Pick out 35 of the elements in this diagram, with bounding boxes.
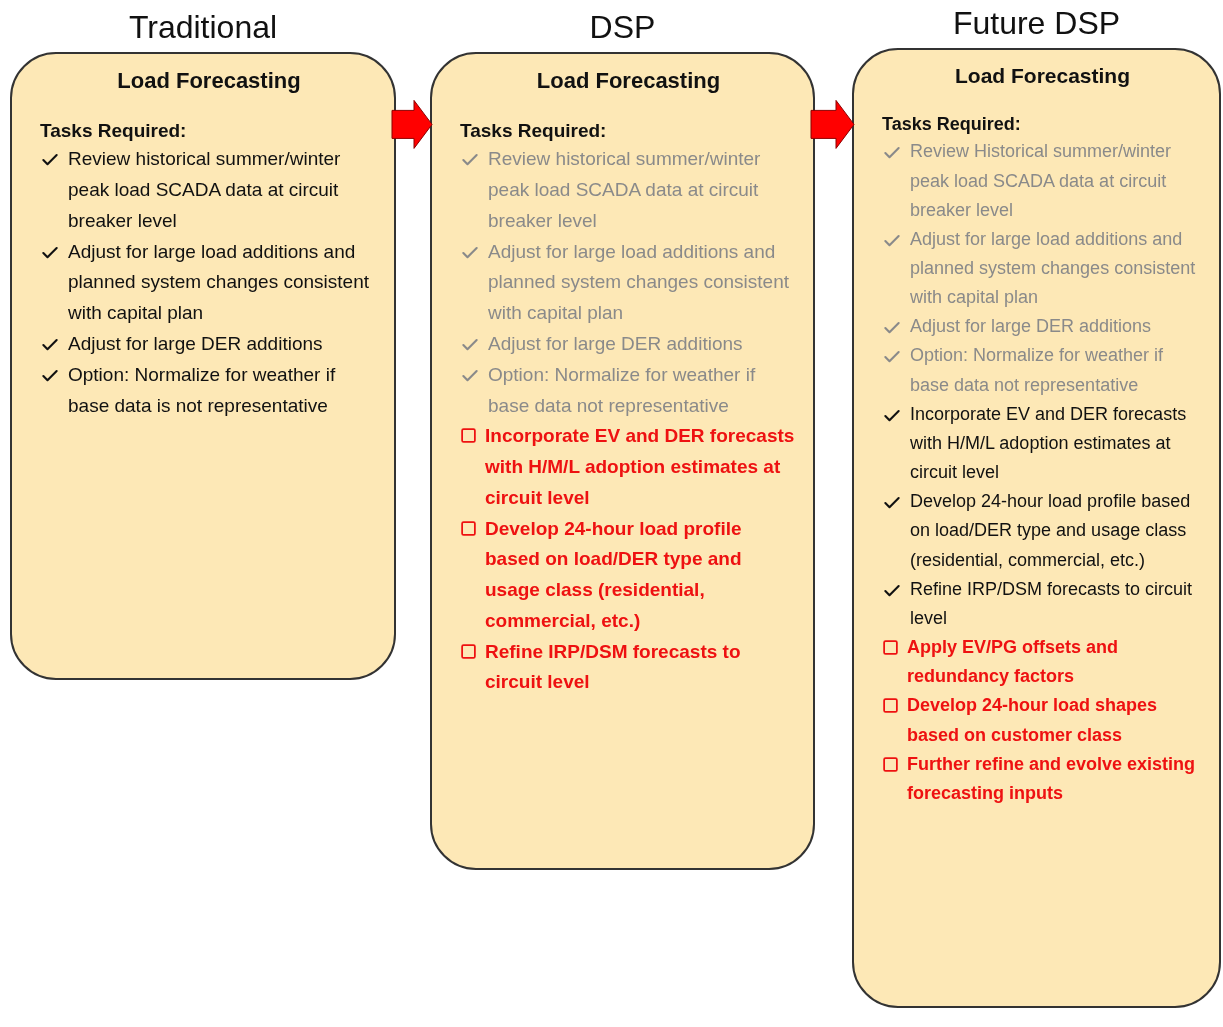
task-text: Adjust for large load additions and planned system changes consistent with capital plan — [910, 227, 1197, 310]
task-text: Further refine and evolve existing forecasting inputs — [907, 752, 1197, 805]
task-text: Adjust for large load additions and planned system changes consistent with capital plan — [68, 239, 370, 326]
column-title: Traditional — [128, 8, 278, 47]
block-arrow — [810, 99, 855, 149]
task-text: Incorporate EV and DER forecasts with H/M/L adoption estimates at circuit level — [485, 424, 796, 510]
box-heading: Load Forecasting — [535, 68, 722, 95]
column-title: DSP — [589, 8, 656, 47]
box-heading: Load Forecasting — [116, 68, 302, 95]
block-arrow — [391, 99, 433, 149]
task-text: Option: Normalize for weather if base data not representative — [488, 362, 757, 418]
task-text: Refine IRP/DSM forecasts to circuit level — [485, 639, 742, 695]
task-text: Develop 24-hour load profile based on load/DER type and usage class (residential, commercial, etc.) — [485, 516, 743, 633]
task-text: Option: Normalize for weather if base data not representative — [910, 344, 1165, 397]
task-text: Adjust for large load additions and planned system changes consistent with capital plan — [488, 239, 790, 326]
task-text: Incorporate EV and DER forecasts with H/M/L adoption estimates at circuit level — [910, 402, 1188, 485]
task-text: Option: Normalize for weather if base data is not representative — [68, 362, 337, 418]
section-label: Tasks Required: — [40, 120, 188, 143]
process-box — [852, 48, 1221, 1009]
task-text: Review historical summer/winter peak load SCADA data at circuit breaker level — [488, 147, 762, 233]
section-label: Tasks Required: — [882, 114, 1022, 136]
task-text: Apply EV/PG offsets and redundancy factors — [907, 636, 1120, 689]
task-text: Review historical summer/winter peak load SCADA data at circuit breaker level — [68, 147, 342, 233]
section-label: Tasks Required: — [460, 120, 608, 143]
task-text: Refine IRP/DSM forecasts to circuit level — [910, 577, 1194, 630]
task-text: Adjust for large DER additions — [488, 332, 743, 356]
task-text: Develop 24-hour load shapes based on customer class — [907, 694, 1159, 747]
task-text: Adjust for large DER additions — [68, 332, 323, 356]
task-text: Review Historical summer/winter peak load SCADA data at circuit breaker level — [910, 140, 1173, 222]
process-box — [430, 52, 815, 871]
box-heading: Load Forecasting — [954, 64, 1131, 89]
task-text: Adjust for large DER additions — [910, 315, 1152, 339]
column-title: Future DSP — [952, 4, 1121, 43]
process-box — [10, 52, 396, 681]
task-text: Develop 24-hour load profile based on load/DER type and usage class (residential, commercial, etc.) — [910, 490, 1192, 572]
